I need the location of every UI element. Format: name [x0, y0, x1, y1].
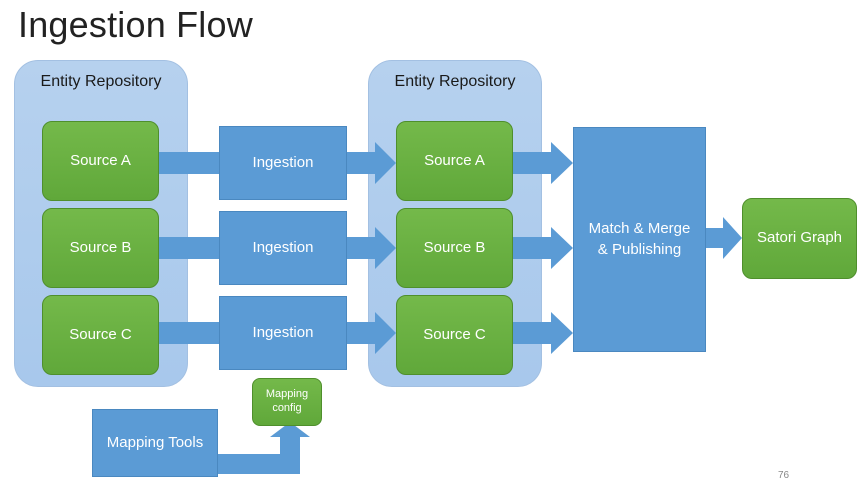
- ingestion-box-2: Ingestion: [219, 211, 347, 285]
- repository-label: Entity Repository: [394, 73, 516, 90]
- arrow-source-c-to-ingestion: [159, 322, 221, 344]
- page-number: 76: [778, 470, 790, 481]
- match-merge-publishing-box: Match & Merge & Publishing: [573, 127, 706, 352]
- slide-title: Ingestion Flow: [18, 4, 253, 45]
- source-a-left: Source A: [42, 121, 159, 201]
- arrow-source-b-to-match: [512, 227, 573, 269]
- mapping-tools-box: Mapping Tools: [92, 409, 218, 477]
- repository-label: Entity Repository: [40, 73, 162, 90]
- arrow-source-b-to-ingestion: [159, 237, 221, 259]
- source-a-right: Source A: [396, 121, 513, 201]
- source-b-right: Source B: [396, 208, 513, 288]
- arrow-ingestion-to-source-b: [347, 227, 396, 269]
- arrow-match-to-satori: [706, 217, 742, 259]
- source-b-left: Source B: [42, 208, 159, 288]
- arrow-ingestion-to-source-a: [347, 142, 396, 184]
- ingestion-box-3: Ingestion: [219, 296, 347, 370]
- mapping-config-box: Mapping config: [252, 378, 322, 426]
- source-c-right: Source C: [396, 295, 513, 375]
- arrow-mapping-tools-to-config: [218, 422, 310, 474]
- satori-graph-box: Satori Graph: [742, 198, 857, 279]
- arrow-source-a-to-ingestion: [159, 152, 221, 174]
- arrow-source-a-to-match: [512, 142, 573, 184]
- arrow-ingestion-to-source-c: [347, 312, 396, 354]
- source-c-left: Source C: [42, 295, 159, 375]
- arrow-source-c-to-match: [512, 312, 573, 354]
- ingestion-box-1: Ingestion: [219, 126, 347, 200]
